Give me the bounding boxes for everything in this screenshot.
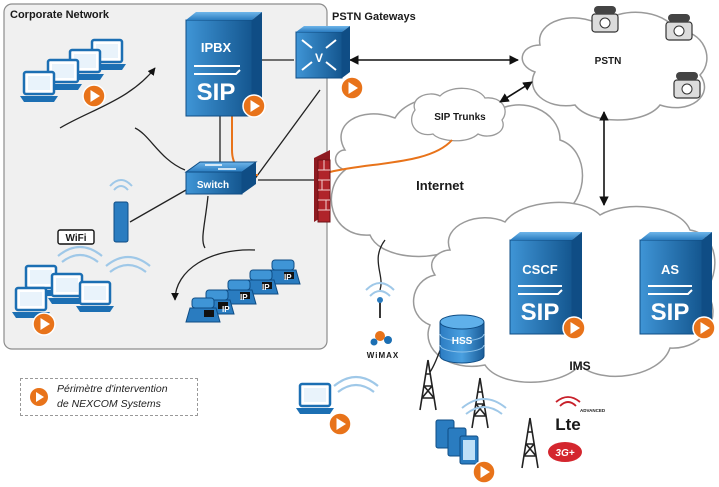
wimax-logo: WiMAX [367,331,399,360]
ipbx-sip-mark: SIP [197,79,236,106]
switch-phones-link [202,195,209,249]
legend-play-icon [30,388,48,406]
cscf-label: CSCF [522,262,557,277]
wifi-label: WiFi [65,233,86,244]
wimax-antenna[interactable] [365,282,395,318]
ipbx-server[interactable]: IPBX SIP [185,12,262,117]
lte-label: Lte [555,415,581,434]
switch-ap-link [129,189,187,223]
gateway-mark: V [315,51,323,65]
tablets [435,398,507,465]
legend-line-2: de NEXCOM Systems [57,398,161,410]
sip-arrows-icon [648,285,693,295]
ims-label: IMS [569,359,590,373]
wimax-laptop-icon [294,382,336,416]
wifi-laptops [10,245,151,320]
ip-phone-mark: IP [262,283,270,292]
sip-arrows-icon [518,285,563,295]
links [129,59,451,373]
as-server[interactable]: AS SIP [639,232,712,335]
internet-label: Internet [416,178,464,193]
switch-corp-pcs-link [134,127,186,171]
sip-trunks-pstn-arrow [499,81,533,103]
lte-logo: Lte ADVANCED [555,396,606,434]
cscf-nexcom-play-icon [562,316,586,340]
pstn-telephone-icon [665,13,693,41]
as-nexcom-play-icon [692,316,716,340]
phones-flow-arc [171,249,256,301]
ipbx-nexcom-play-icon [242,94,266,118]
wimax-label: WiMAX [367,351,399,360]
lte-advanced-label: ADVANCED [580,408,606,413]
hss-database[interactable]: HSS [439,314,485,364]
3g-logo: 3G+ [548,442,582,462]
sip-trunks-cloud [410,87,506,142]
legend-line-1: Périmètre d'intervention [57,383,168,395]
ip-phones: IP IP IP IP [185,259,301,323]
corporate-network-label: Corporate Network [10,9,110,21]
pstn-telephone-icon [673,71,701,99]
corp-flow-arc [59,67,156,129]
pstn-telephone-icon [591,5,619,33]
cscf-sip-mark: SIP [521,299,560,326]
ip-phone-mark: IP [240,293,248,302]
cell-tower-icon [521,417,539,469]
sip-arrows-icon [194,65,241,75]
corp-pcs-nexcom-play-icon [82,84,106,108]
corporate-network-zone [3,3,328,350]
cell-tower-icon [471,377,489,429]
as-sip-mark: SIP [651,299,690,326]
switch[interactable]: Switch [184,161,258,195]
3g-label: 3G+ [555,448,574,459]
wimax-laptop [294,375,379,416]
gateway-switch-link [253,89,321,181]
hss-label: HSS [452,336,473,347]
ip-phone-mark: IP [284,273,292,282]
wifi-laptops-nexcom-play-icon [32,312,56,336]
ip-phone-mark: IP [222,305,230,314]
ipbx-label: IPBX [201,40,232,55]
pstn-gateways-label: PSTN Gateways [332,11,416,23]
pstn-gateway[interactable]: V [295,26,350,79]
firewall-sip-trunks-orange-link [329,139,453,173]
wifi-laptop-icon [74,280,116,314]
switch-label: Switch [197,180,229,191]
sip-trunks-label: SIP Trunks [434,112,486,123]
internet-wimax-link [377,239,386,291]
legend: Périmètre d'intervention de NEXCOM Syste… [20,378,198,416]
cell-tower-icon [419,359,437,411]
firewall[interactable] [314,150,331,223]
pstn-label: PSTN [595,56,622,67]
wifi-access-point[interactable] [109,179,133,243]
tablets-nexcom-play-icon [472,460,496,484]
gateway-nexcom-play-icon [340,76,364,100]
corp-pc-icon [18,70,60,104]
wifi-logo: WiFi [57,229,95,245]
as-label: AS [661,262,679,277]
cscf-server[interactable]: CSCF SIP [509,232,582,335]
wimax-laptop-nexcom-play-icon [328,412,352,436]
